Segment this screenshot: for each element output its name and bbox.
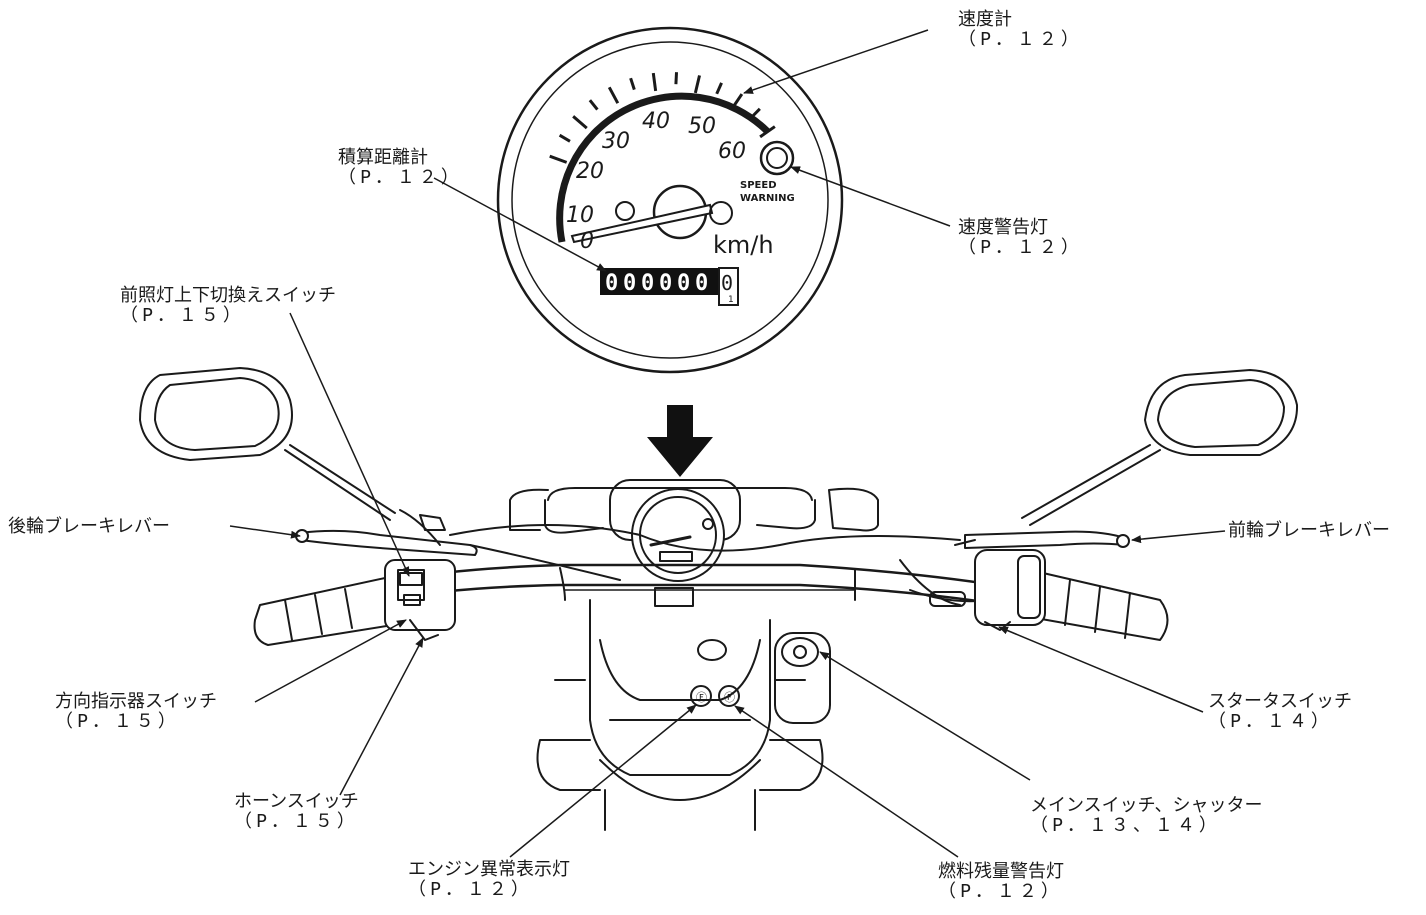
label-horn-switch: ホーンスイッチ （P．１５） — [234, 792, 359, 832]
odometer-display: 0 0 0 0 0 0 0 1 — [600, 267, 739, 306]
label-odometer: 積算距離計 （P．１２） — [338, 148, 463, 188]
label-ref: （P．１５） — [55, 711, 180, 732]
leader-rear-brake — [229, 525, 301, 539]
label-ref: （P．１４） — [1208, 711, 1333, 732]
scale-label-10: 10 — [566, 203, 594, 228]
right-mirror — [1021, 369, 1299, 526]
leader-speed-warning — [790, 166, 951, 227]
label-name: 速度警告灯 — [958, 217, 1048, 238]
label-starter-switch: スタータスイッチ （P．１４） — [1208, 692, 1352, 732]
leader-fuel-warning — [734, 705, 959, 858]
label-ref: （P．１２） — [408, 879, 533, 900]
svg-text:Ⓔ: Ⓔ — [696, 691, 707, 704]
speed-needle — [570, 203, 714, 244]
engine-warning-lamp — [690, 685, 712, 707]
view-arrow — [647, 405, 713, 477]
odometer-digit: 0 — [659, 271, 672, 296]
dial-tick — [674, 72, 679, 85]
main-switch-shutter — [781, 637, 819, 667]
label-ref: （P．１２） — [938, 881, 1063, 902]
label-name: 速度計 — [958, 9, 1012, 30]
dial-tick — [750, 107, 761, 119]
leader-horn-switch — [339, 637, 424, 796]
label-name: 燃料残量警告灯 — [938, 861, 1064, 882]
label-ref: （P．１２） — [958, 29, 1083, 50]
speed-warning-text-1: SPEED — [740, 180, 777, 191]
label-name: 積算距離計 — [338, 147, 428, 168]
label-front-brake-lever: 前輪ブレーキレバー — [1228, 521, 1390, 541]
speed-unit: km/h — [713, 231, 774, 259]
odometer-trip-digit: 1 — [728, 295, 734, 305]
leader-front-brake — [1131, 530, 1226, 544]
odometer-decimal-digit: 0 — [721, 271, 733, 295]
speed-dial-arc — [556, 92, 771, 243]
label-dimmer-switch: 前照灯上下切換えスイッチ （P．１５） — [120, 286, 336, 326]
svg-text:Ⓕ: Ⓕ — [724, 691, 735, 704]
mini-speedometer — [631, 488, 725, 582]
dial-tick — [588, 99, 599, 111]
label-name: 方向指示器スイッチ — [55, 691, 217, 712]
odometer-digit: 0 — [605, 271, 618, 296]
leader-dimmer-switch — [289, 312, 410, 577]
odometer-digit: 0 — [641, 271, 654, 296]
odometer-digit: 0 — [623, 271, 636, 296]
right-grip-assembly — [929, 530, 1169, 641]
label-name: メインスイッチ、シャッター — [1030, 795, 1263, 816]
label-engine-warning-light: エンジン異常表示灯 （P．１２） — [408, 860, 570, 900]
leader-lines — [229, 29, 1226, 858]
label-rear-brake-lever: 後輪ブレーキレバー — [8, 517, 170, 537]
label-name: エンジン異常表示灯 — [408, 859, 570, 880]
dial-tick — [607, 86, 620, 104]
scale-label-0: 0 — [580, 229, 594, 254]
dial-tick — [572, 115, 588, 130]
speedometer — [496, 26, 844, 374]
scale-label-40: 40 — [642, 109, 670, 134]
label-ref: （P．１２） — [338, 167, 463, 188]
leader-turn-signal — [254, 619, 407, 703]
label-name: 後輪ブレーキレバー — [8, 516, 170, 537]
dial-tick — [629, 77, 636, 91]
label-ref: （P．１２） — [958, 237, 1083, 258]
label-fuel-warning-light: 燃料残量警告灯 （P．１２） — [938, 862, 1064, 902]
scale-label-30: 30 — [602, 129, 630, 154]
odometer-digit: 0 — [695, 271, 708, 296]
dial-tick — [759, 125, 776, 139]
dial-tick — [693, 75, 701, 94]
label-name: ホーンスイッチ — [234, 791, 359, 812]
label-name: 前照灯上下切換えスイッチ — [120, 285, 336, 306]
leader-speedometer — [743, 29, 929, 94]
label-turn-signal-switch: 方向指示器スイッチ （P．１５） — [55, 692, 217, 732]
label-ref: （P．１５） — [234, 811, 359, 832]
scale-label-20: 20 — [576, 159, 604, 184]
dial-tick — [715, 82, 723, 95]
scale-label-50: 50 — [688, 114, 716, 139]
label-speedometer: 速度計 （P．１２） — [958, 10, 1083, 50]
leader-odometer — [433, 177, 607, 272]
dial-tick — [730, 93, 744, 110]
label-name: スタータスイッチ — [1208, 691, 1352, 712]
speed-warning-text-2: WARNING — [740, 193, 795, 204]
dial-tick — [651, 72, 658, 92]
label-name: 前輪ブレーキレバー — [1228, 520, 1390, 541]
leader-main-switch — [819, 651, 1031, 781]
handlebar-assembly: Ⓔ Ⓕ — [139, 367, 1299, 831]
leader-engine-warning — [509, 704, 697, 858]
label-ref: （P．１３、１４） — [1030, 815, 1221, 836]
label-main-switch: メインスイッチ、シャッター （P．１３、１４） — [1030, 796, 1263, 836]
label-ref: （P．１５） — [120, 305, 245, 326]
scale-label-60: 60 — [718, 139, 746, 164]
fuel-warning-lamp — [718, 685, 740, 707]
odometer-digit: 0 — [677, 271, 690, 296]
leader-starter-switch — [998, 626, 1204, 713]
left-mirror — [139, 367, 396, 521]
label-speed-warning-light: 速度警告灯 （P．１２） — [958, 218, 1083, 258]
left-grip-assembly — [253, 509, 478, 646]
dial-tick — [549, 154, 568, 164]
dial-tick — [558, 133, 571, 143]
